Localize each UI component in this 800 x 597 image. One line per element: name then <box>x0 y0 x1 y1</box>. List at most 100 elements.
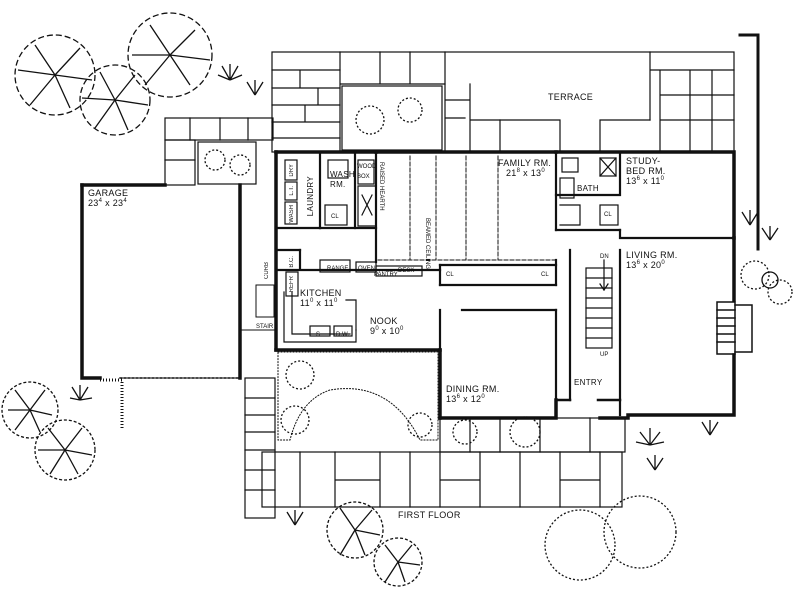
wash-room-label: WASH RM. <box>330 170 355 190</box>
stair-down-label: DN <box>600 254 609 260</box>
nook-label: NOOK 90 x 100 <box>370 316 404 336</box>
nook-width: 9 <box>370 326 376 336</box>
garage-depth: 23 <box>112 198 124 208</box>
study-dims: 136 x 110 <box>626 176 666 186</box>
garage-dims: 234 x 234 <box>88 198 128 208</box>
family-depth: 13 <box>530 168 542 178</box>
sink-label: S <box>316 332 321 338</box>
dining-room-label: DINING RM. 136 x 120 <box>446 384 500 404</box>
family-x: x <box>523 168 528 178</box>
tree-icon <box>326 501 384 559</box>
floor-title: FIRST FLOOR <box>398 510 461 520</box>
entry-label: ENTRY <box>574 378 603 387</box>
hedge-right <box>738 33 760 252</box>
kitchen-name: KITCHEN <box>300 288 342 298</box>
living-width-in: 6 <box>636 260 641 266</box>
living-depth: 20 <box>650 260 662 270</box>
tree-outline-icon <box>544 495 677 581</box>
garage-walls <box>80 183 242 380</box>
family-room-name: FAMILY RM. <box>498 158 552 168</box>
tree-icon <box>127 12 213 98</box>
study-name-2: BED RM. <box>626 166 666 176</box>
living-room-name: LIVING RM. <box>626 250 678 260</box>
study-depth: 11 <box>650 176 661 186</box>
dining-room-name: DINING RM. <box>446 384 500 394</box>
woodbox-name-2: BOX <box>357 174 370 180</box>
family-depth-in: 0 <box>541 168 545 174</box>
curb-label: CURB <box>264 262 270 280</box>
desk-label: DESK <box>398 268 415 274</box>
bath-fixtures <box>559 157 619 226</box>
closet-label-bath: CL <box>604 212 612 218</box>
study-width: 13 <box>626 176 637 186</box>
living-depth-in: 0 <box>661 260 665 266</box>
nook-width-in: 0 <box>375 326 379 332</box>
garage-depth-in: 4 <box>123 198 127 204</box>
terrace-label: TERRACE <box>548 92 594 102</box>
garage-stair <box>255 284 275 318</box>
bath-label: BATH <box>577 184 599 193</box>
family-width-in: 8 <box>516 168 521 174</box>
kitchen-depth-in: 0 <box>333 298 338 304</box>
family-room-dims: 218 x 130 <box>506 168 559 178</box>
study-x: x <box>643 176 648 186</box>
shrub-icon <box>204 97 541 448</box>
spiky-shrub-icon <box>69 64 779 526</box>
wash-room-name-2: RM. <box>330 180 346 189</box>
bc-label: B.C. <box>289 256 295 268</box>
stair-label: STAIR <box>256 324 274 330</box>
study-width-in: 6 <box>636 176 641 182</box>
washer-label: WASH <box>289 205 295 223</box>
staircase <box>585 259 613 349</box>
closet-label-hall: CL <box>541 272 549 278</box>
kitchen-label: KITCHEN 110 x 110 <box>300 288 342 308</box>
planter-left <box>197 141 257 185</box>
nook-depth: 10 <box>389 326 401 336</box>
trees <box>1 12 793 587</box>
kitchen-width: 11 <box>300 298 310 308</box>
fireplace <box>716 301 753 355</box>
living-x: x <box>643 260 648 270</box>
dining-room-dims: 136 x 120 <box>446 394 500 404</box>
garage-width-in: 4 <box>98 198 103 204</box>
garage-label: GARAGE 234 x 234 <box>88 188 128 208</box>
garage-name: GARAGE <box>88 188 129 198</box>
tree-icon <box>34 419 96 481</box>
laundry-fixtures <box>284 159 377 227</box>
lt-label: L.T. <box>289 186 295 196</box>
study-label: STUDY- BED RM. 136 x 110 <box>626 156 666 186</box>
nook-depth-in: 0 <box>400 326 404 332</box>
family-room-beams <box>377 155 557 261</box>
nook-dims: 90 x 100 <box>370 326 404 336</box>
living-room-dims: 136 x 200 <box>626 260 678 270</box>
dining-width-in: 6 <box>456 394 461 400</box>
dry-label: DRY <box>289 164 295 177</box>
woodbox-name: WOOD <box>357 164 377 170</box>
kitchen-width-in: 0 <box>309 298 314 304</box>
kitchen-depth: 11 <box>324 298 334 308</box>
woodbox-label: WOOD BOX <box>357 162 376 182</box>
shrub-icon <box>740 260 793 305</box>
kitchen-dims: 110 x 110 <box>300 298 342 308</box>
dining-x: x <box>463 394 468 404</box>
study-name: STUDY- <box>626 156 661 166</box>
tree-icon <box>79 64 151 136</box>
wash-room-name: WASH <box>330 170 355 179</box>
interior-walls <box>274 150 736 417</box>
courtyard-planter <box>277 351 439 441</box>
dining-depth: 12 <box>470 394 482 404</box>
family-width: 21 <box>506 168 517 178</box>
dishwasher-label: D.W. <box>336 332 349 338</box>
pantry-label: PANTRY <box>374 272 398 278</box>
family-room-label: FAMILY RM. 218 x 130 <box>498 158 551 178</box>
tree-icon <box>373 537 423 587</box>
living-width: 13 <box>626 260 637 270</box>
beamed-ceiling-label: BEAMED CEILING <box>424 218 430 270</box>
front-walk-paving <box>244 377 626 519</box>
kitchen-x: x <box>316 298 322 308</box>
stair-up-label: UP <box>600 352 609 358</box>
kitchen-counters <box>283 259 423 343</box>
raised-hearth-label: RAISED HEARTH <box>378 162 384 211</box>
dining-depth-in: 0 <box>481 394 485 400</box>
